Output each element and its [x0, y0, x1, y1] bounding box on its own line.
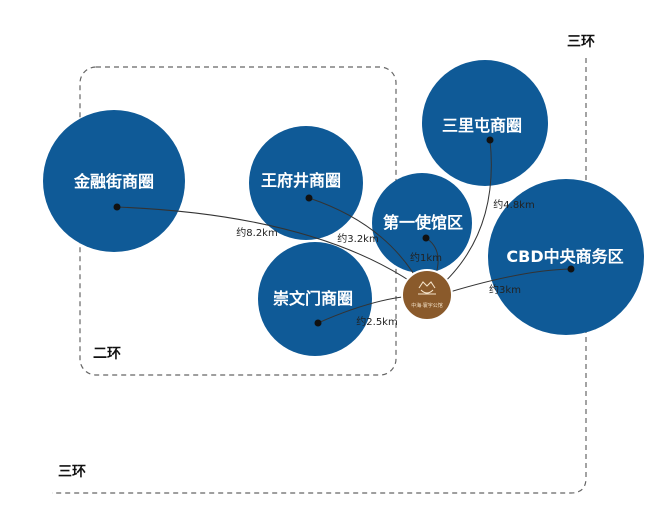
crest-icon	[418, 281, 436, 295]
third-ring-boundary	[52, 58, 587, 494]
endpoint-dot-wangfujing	[305, 194, 313, 202]
endpoint-dot-embassy	[422, 234, 430, 242]
distance-label-chongwenmen: 约2.5km	[356, 315, 397, 328]
endpoint-dot-chongwenmen	[314, 319, 322, 327]
district-label-sanlitun: 三里屯商圈	[442, 116, 522, 135]
connector-cbd	[439, 268, 572, 296]
district-circle-embassy	[372, 173, 472, 273]
district-label-embassy: 第一使馆区	[383, 213, 463, 232]
district-label-wangfujing: 王府井商圈	[261, 171, 341, 190]
connector-jinrongjie	[116, 206, 424, 291]
district-label-cbd: CBD中央商务区	[506, 247, 623, 266]
endpoint-dot-sanlitun	[486, 136, 494, 144]
ring-label-second: 二环	[93, 346, 121, 362]
ring-label-third-bottom: 三环	[58, 464, 86, 480]
district-circle-chongwenmen	[258, 242, 372, 356]
distance-label-embassy: 约1km	[410, 251, 442, 264]
distance-label-sanlitun: 约4.8km	[493, 198, 534, 211]
district-circle-cbd	[488, 179, 644, 335]
district-label-jinrongjie: 金融街商圈	[73, 172, 154, 191]
district-circle-wangfujing	[249, 126, 363, 240]
connector-sanlitun	[435, 139, 492, 291]
ring-label-third-top: 三环	[567, 34, 595, 50]
district-label-chongwenmen: 崇文门商圈	[273, 289, 353, 308]
distance-label-jinrongjie: 约8.2km	[236, 226, 277, 239]
district-circle-jinrongjie	[43, 110, 185, 252]
center-project-badge	[401, 269, 453, 321]
distance-label-wangfujing: 约3.2km	[337, 232, 378, 245]
endpoint-dot-cbd	[567, 265, 575, 273]
district-circle-sanlitun	[422, 60, 548, 186]
center-project-caption: 中海·寰宇公馆	[411, 302, 443, 309]
distance-label-cbd: 约3km	[489, 283, 521, 296]
endpoint-dot-jinrongjie	[113, 203, 121, 211]
